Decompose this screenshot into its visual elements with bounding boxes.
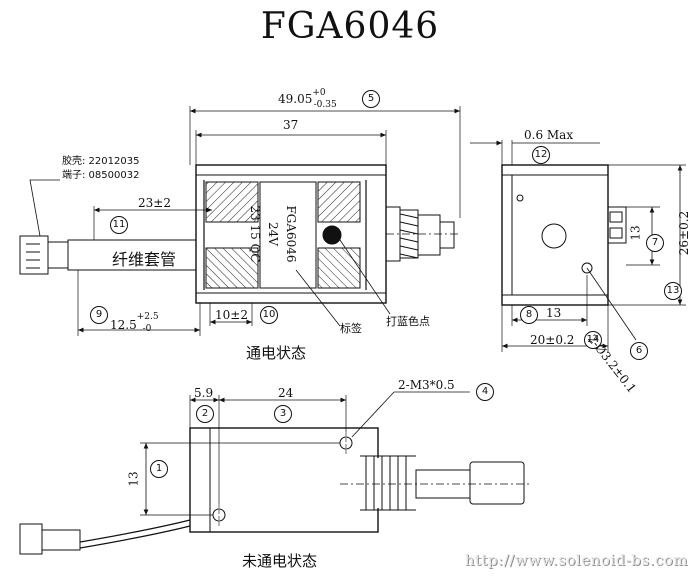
- bottom-spring: [360, 455, 416, 511]
- coil-winding-top-right: [317, 181, 361, 223]
- website-watermark: http://www.solenoid-bs.com: [464, 551, 688, 569]
- callout-11: 11: [110, 216, 128, 234]
- dim-wire-125-upper: +2.5: [136, 312, 159, 322]
- coil-label-line-1: FGA6046: [284, 205, 298, 263]
- plunger-tip: [417, 214, 441, 256]
- dim-wire-125-lower: -0: [142, 324, 152, 334]
- housing-part-label: 胶壳: 22012035: [62, 156, 140, 167]
- side-view: [470, 140, 686, 352]
- side-body: [501, 164, 609, 306]
- callout-8: 8: [520, 306, 538, 324]
- dim-strip-10: 10±2: [215, 308, 248, 322]
- side-hole-top: [516, 194, 524, 202]
- side-hole-bottom: [581, 262, 593, 274]
- label-tag-text: 标签: [340, 322, 362, 335]
- callout-6: 6: [630, 342, 648, 360]
- coil-winding-top-left: [205, 181, 259, 223]
- drawing-title: FGA6046: [260, 6, 440, 47]
- dim-body-length: 37: [283, 118, 299, 132]
- dim-wire-23: 23±2: [138, 196, 171, 210]
- dim-wire-125-value: 12.5: [110, 318, 137, 332]
- connector-neck: [47, 241, 69, 269]
- side-center-hole: [541, 223, 567, 249]
- plunger-end: [439, 221, 455, 249]
- callout-10: 10: [260, 306, 278, 324]
- dim-side-13: 13: [628, 225, 643, 241]
- dim-side-26: 26±0.2: [677, 210, 692, 256]
- bottom-connector: [19, 523, 43, 555]
- energized-state-label: 通电状态: [246, 344, 307, 362]
- callout-4: 4: [476, 383, 494, 401]
- dim-total-tol-lower: -0.35: [313, 100, 337, 110]
- dim-total-tol-upper: +0: [312, 88, 326, 98]
- callout-7: 7: [646, 234, 664, 252]
- sleeve-label: 纤维套管: [112, 250, 177, 269]
- callout-5: 5: [362, 90, 380, 108]
- blue-dot-text: 打蓝色点: [386, 315, 430, 328]
- coil-winding-bottom-left: [205, 247, 259, 289]
- blue-dot-mark: [322, 225, 342, 245]
- deenergized-state-label: 未通电状态: [242, 552, 318, 570]
- dim-13-bottom: 13: [126, 471, 141, 487]
- dim-total-length: 49.05+0 -0.35: [278, 88, 337, 110]
- dim-gap-06: 0.6 Max: [524, 128, 574, 142]
- coil-winding-bottom-right: [317, 247, 361, 289]
- dim-side-h13: 13: [546, 306, 562, 320]
- dim-side-20: 20±0.2: [530, 333, 575, 347]
- coil-label-line-3: 23 15 QC: [248, 205, 262, 263]
- callout-12: 12: [532, 146, 550, 164]
- callout-3: 3: [274, 405, 292, 423]
- callout-14: 14: [584, 331, 602, 349]
- coil-label-line-2: 24V: [266, 222, 280, 246]
- dim-wire-125: 12.5+2.5 -0: [110, 312, 159, 334]
- dim-m3: 2-M3*0.5: [398, 378, 455, 392]
- dim-59: 5.9: [194, 386, 214, 400]
- coil-label-area: [259, 181, 317, 289]
- callout-9: 9: [90, 306, 108, 324]
- side-terminal: [607, 206, 627, 244]
- bottom-view: [19, 391, 530, 555]
- callout-1: 1: [150, 460, 168, 478]
- callout-2: 2: [196, 405, 214, 423]
- dim-total-length-value: 49.05: [278, 92, 313, 106]
- bottom-body: [189, 427, 379, 533]
- callout-13: 13: [664, 282, 682, 300]
- bottom-plunger-tip: [469, 461, 525, 505]
- dim-24: 24: [278, 386, 294, 400]
- terminal-part-label: 端子: 08500032: [62, 170, 140, 181]
- front-view: [19, 106, 461, 336]
